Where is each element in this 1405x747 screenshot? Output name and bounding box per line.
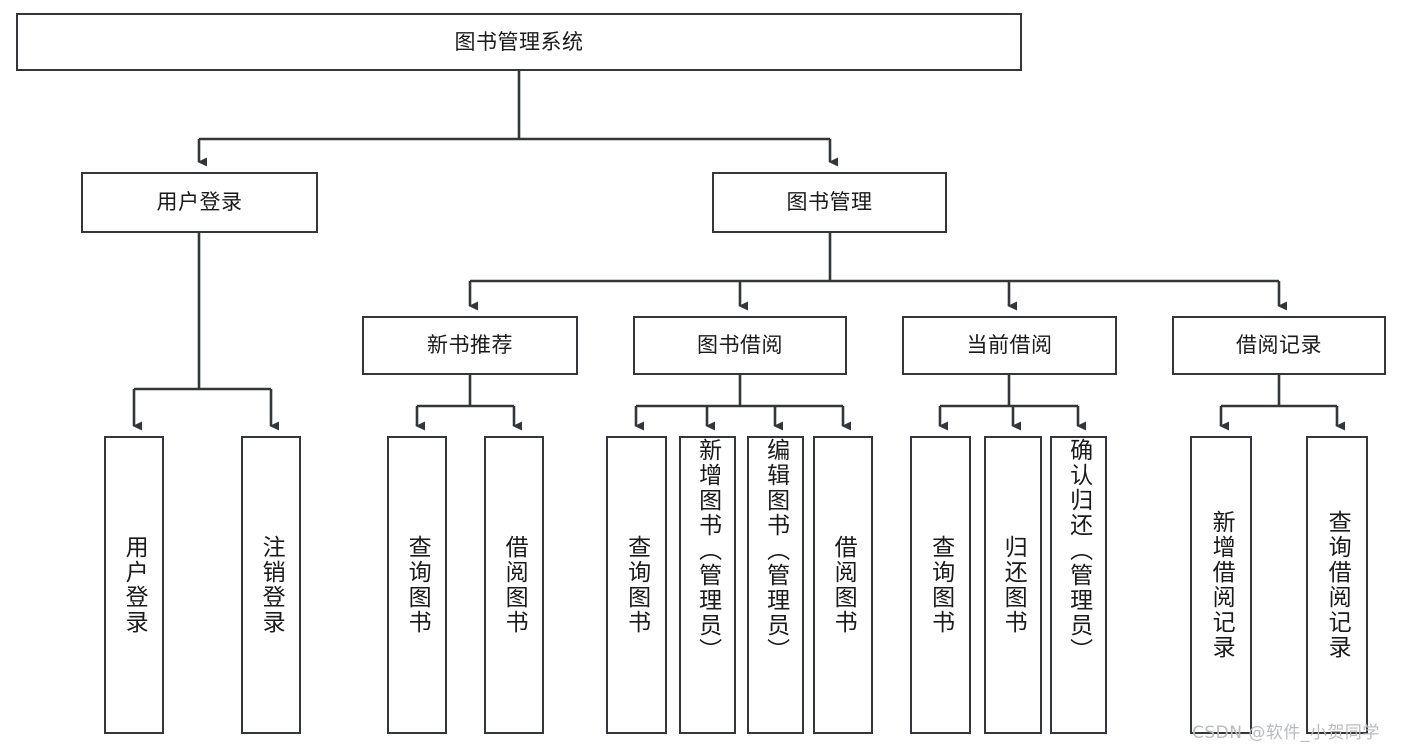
node-leaf-borrow-book-2-label: 借阅图书	[830, 535, 857, 635]
node-book-manage[interactable]: 图书管理	[712, 172, 947, 233]
node-leaf-query-book-3-label: 查询图书	[927, 535, 954, 635]
node-leaf-user-login-label: 用户登录	[121, 535, 148, 635]
node-book-borrow[interactable]: 图书借阅	[633, 316, 847, 375]
node-leaf-edit-book-admin-label: 编辑图书（管理员）	[762, 438, 789, 663]
node-leaf-logout-login[interactable]: 注销登录	[241, 436, 301, 734]
node-leaf-add-borrow-record[interactable]: 新增借阅记录	[1190, 436, 1252, 734]
node-leaf-query-book-2-label: 查询图书	[623, 535, 650, 635]
node-book-manage-label: 图书管理	[786, 190, 873, 215]
node-leaf-return-book-label: 归还图书	[1000, 535, 1027, 635]
node-new-book-recommend[interactable]: 新书推荐	[362, 316, 578, 375]
node-leaf-query-book-2[interactable]: 查询图书	[606, 436, 667, 734]
node-leaf-edit-book-admin[interactable]: 编辑图书（管理员）	[747, 436, 804, 734]
node-leaf-return-book[interactable]: 归还图书	[984, 436, 1042, 734]
node-book-borrow-label: 图书借阅	[697, 333, 783, 358]
node-leaf-confirm-return-admin-label: 确认归还（管理员）	[1065, 438, 1092, 663]
node-leaf-borrow-book-1[interactable]: 借阅图书	[484, 436, 544, 734]
node-leaf-logout-login-label: 注销登录	[258, 535, 285, 635]
node-leaf-borrow-book-1-label: 借阅图书	[501, 535, 528, 635]
node-leaf-user-login[interactable]: 用户登录	[104, 436, 164, 734]
node-leaf-add-book-admin[interactable]: 新增图书（管理员）	[679, 436, 736, 734]
node-leaf-query-borrow-record-label: 查询借阅记录	[1324, 510, 1351, 660]
node-leaf-query-book-1-label: 查询图书	[404, 535, 431, 635]
node-user-login[interactable]: 用户登录	[81, 172, 318, 233]
node-user-login-label: 用户登录	[156, 190, 243, 215]
csdn-watermark: CSDN @软件_小贺同学	[1192, 723, 1380, 743]
node-current-borrow[interactable]: 当前借阅	[902, 316, 1117, 375]
node-new-book-recommend-label: 新书推荐	[427, 333, 513, 358]
node-leaf-add-borrow-record-label: 新增借阅记录	[1208, 510, 1235, 660]
node-borrow-record-label: 借阅记录	[1236, 333, 1322, 358]
node-leaf-borrow-book-2[interactable]: 借阅图书	[813, 436, 873, 734]
node-borrow-record[interactable]: 借阅记录	[1172, 316, 1386, 375]
node-leaf-confirm-return-admin[interactable]: 确认归还（管理员）	[1050, 436, 1107, 734]
node-leaf-query-borrow-record[interactable]: 查询借阅记录	[1306, 436, 1368, 734]
node-current-borrow-label: 当前借阅	[966, 333, 1053, 358]
node-leaf-add-book-admin-label: 新增图书（管理员）	[694, 438, 721, 663]
node-root[interactable]: 图书管理系统	[16, 13, 1022, 71]
node-leaf-query-book-3[interactable]: 查询图书	[910, 436, 971, 734]
node-leaf-query-book-1[interactable]: 查询图书	[387, 436, 447, 734]
node-root-label: 图书管理系统	[454, 29, 584, 54]
